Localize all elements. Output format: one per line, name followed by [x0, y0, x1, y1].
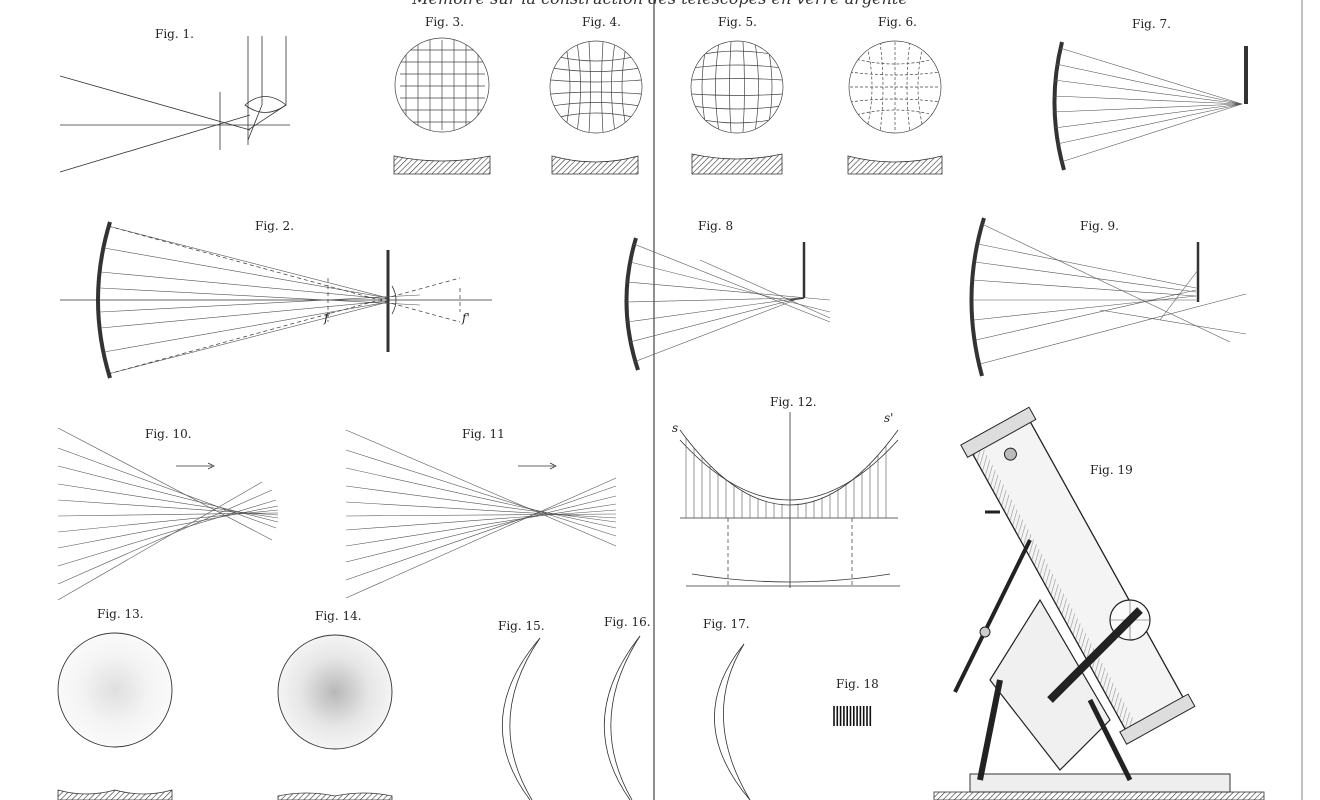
fig5-label: Fig. 5. — [718, 15, 757, 29]
fig12-label: Fig. 12. — [770, 395, 817, 409]
fig7-label: Fig. 7. — [1132, 17, 1171, 31]
fig4-label: Fig. 4. — [582, 15, 621, 29]
fig19-label: Fig. 19 — [1090, 463, 1133, 477]
fig6-label: Fig. 6. — [878, 15, 917, 29]
figure-4: Fig. 4. — [549, 15, 643, 175]
figure-10: Fig. 10. — [57, 427, 279, 601]
fig2-label: Fig. 2. — [255, 219, 294, 233]
figure-1: Fig. 1. — [59, 27, 290, 173]
fig12-letter-sprime: s' — [884, 411, 893, 425]
fig2-letter-fprime: f' — [461, 311, 470, 325]
fig11-label: Fig. 11 — [462, 427, 505, 441]
figure-8: Fig. 8 — [624, 219, 831, 371]
fig1-label: Fig. 1. — [155, 27, 194, 41]
figure-6: Fig. 6. — [847, 15, 943, 175]
plate-title: Mémoire sur la construction des télescop… — [411, 0, 908, 8]
fig12-letter-s: s — [672, 421, 678, 435]
fig15-label: Fig. 15. — [498, 619, 545, 633]
figure-12: Fig. 12. s s' — [672, 395, 900, 588]
fig10-label: Fig. 10. — [145, 427, 192, 441]
fig13-label: Fig. 13. — [97, 607, 144, 621]
figure-7: Fig. 7. — [1052, 17, 1248, 171]
fig14-label: Fig. 14. — [315, 609, 362, 623]
fig17-label: Fig. 17. — [703, 617, 750, 631]
figure-17: Fig. 17. — [703, 617, 751, 800]
figure-11: Fig. 11 — [345, 427, 617, 599]
figure-9: Fig. 9. — [969, 217, 1247, 377]
fig18-label: Fig. 18 — [836, 677, 879, 691]
figure-13: Fig. 13. — [57, 607, 173, 800]
figure-5: Fig. 5. — [690, 15, 784, 175]
fig3-label: Fig. 3. — [425, 15, 464, 29]
figure-15: Fig. 15. — [498, 619, 545, 800]
fig8-label: Fig. 8 — [698, 219, 733, 233]
figure-3: Fig. 3. — [393, 15, 491, 175]
fig16-label: Fig. 16. — [604, 615, 651, 629]
figure-16: Fig. 16. — [604, 615, 651, 800]
fig9-label: Fig. 9. — [1080, 219, 1119, 233]
figure-18: Fig. 18 — [833, 677, 879, 726]
figure-14: Fig. 14. — [277, 609, 393, 800]
figure-19: Fig. 19 — [933, 406, 1265, 800]
fig2-letter-f: f — [323, 311, 331, 325]
figure-2: Fig. 2. f f' — [60, 219, 492, 379]
